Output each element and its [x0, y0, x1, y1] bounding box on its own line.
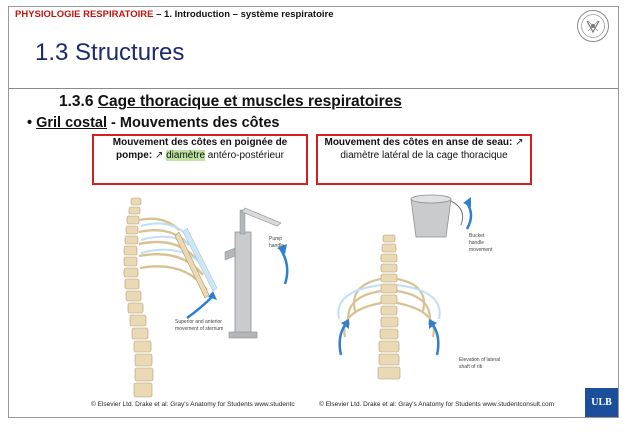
pump-box-bold: Mouvement des côtes en poignée de pompe:	[112, 137, 288, 161]
bucket-arrow-head-icon	[463, 197, 471, 207]
section-heading: 1.3.6 Cage thoracique et muscles respira…	[59, 93, 402, 111]
course-separator: –	[153, 9, 165, 20]
bucket-box-arrow: ↗	[512, 137, 524, 148]
chapter-name: 1. Introduction – système respiratoire	[164, 9, 334, 20]
right-rib-arrow-icon	[431, 324, 440, 356]
university-seal-icon	[577, 10, 609, 42]
bucket-label-2: handle	[469, 240, 484, 246]
water-pump-icon	[224, 207, 282, 339]
bullet-rest: - Mouvements des côtes	[107, 115, 280, 131]
pump-handle-box: Mouvement des côtes en poignée de pompe:…	[92, 134, 308, 185]
bucket-icon	[410, 194, 464, 238]
bullet-topic: Gril costal	[36, 115, 108, 131]
pump-arrow-icon	[279, 249, 289, 285]
bucket-handle-figure: Bucket handle movement	[337, 194, 500, 380]
ulb-logo: ULB	[585, 388, 618, 417]
page-title: 1.3 Structures	[35, 39, 185, 66]
bucket-arrow-icon	[465, 202, 473, 230]
pump-box-arrow: ↗	[152, 149, 167, 161]
left-rib-arrow-head-icon	[341, 319, 349, 329]
spine-lateral	[123, 197, 154, 398]
bullet-symbol: •	[27, 115, 37, 131]
credit-left: © Elsevier Ltd. Drake et al: Gray's Anat…	[91, 401, 295, 408]
pump-handle-label-2: handle	[269, 243, 284, 249]
sternum-arrow-icon	[186, 295, 214, 320]
left-rib-arrow-icon	[338, 324, 347, 356]
header-bar: PHYSIOLOGIE RESPIRATOIRE – 1. Introducti…	[9, 7, 618, 23]
bullet-heading: • Gril costal - Mouvements des côtes	[27, 115, 279, 131]
sternum	[174, 231, 210, 299]
elevation-label-2: shaft of rib	[459, 364, 483, 370]
pump-box-highlight: diamètre	[166, 149, 205, 161]
sternum-label-2: movement of sternum	[175, 326, 223, 332]
ribs-lateral-elevated	[337, 284, 441, 320]
sternum-arrow-head-icon	[208, 291, 217, 300]
section-number: 1.3.6	[59, 93, 98, 110]
course-header: PHYSIOLOGIE RESPIRATOIRE – 1. Introducti…	[15, 9, 334, 20]
pump-arrow-head-icon	[277, 244, 287, 254]
bucket-handle-box: Mouvement des côtes en anse de seau: ↗ d…	[316, 134, 532, 185]
slide: PHYSIOLOGIE RESPIRATOIRE – 1. Introducti…	[8, 6, 619, 418]
course-name: PHYSIOLOGIE RESPIRATOIRE	[15, 9, 154, 20]
spine-anterior	[377, 234, 401, 380]
pump-handle-figure: Pump handle Superior and anterior moveme…	[123, 197, 289, 398]
title-divider	[9, 88, 618, 89]
elevation-label-1: Elevation of lateral	[459, 357, 500, 363]
bucket-label-3: movement	[469, 247, 493, 253]
pump-handle-label-1: Pump	[269, 236, 282, 242]
credit-right: © Elsevier Ltd. Drake et al: Gray's Anat…	[319, 401, 555, 408]
bucket-box-bold: Mouvement des côtes en anse de seau:	[324, 137, 513, 148]
right-rib-arrow-head-icon	[429, 319, 437, 329]
bucket-label-1: Bucket	[469, 233, 485, 239]
bucket-box-rest: diamètre latéral de la cage thoracique	[340, 149, 508, 161]
pump-box-rest: antéro-postérieur	[205, 149, 284, 161]
section-title: Cage thoracique et muscles respiratoires	[97, 93, 402, 110]
sternum-label-1: Superior and anterior	[175, 319, 222, 325]
